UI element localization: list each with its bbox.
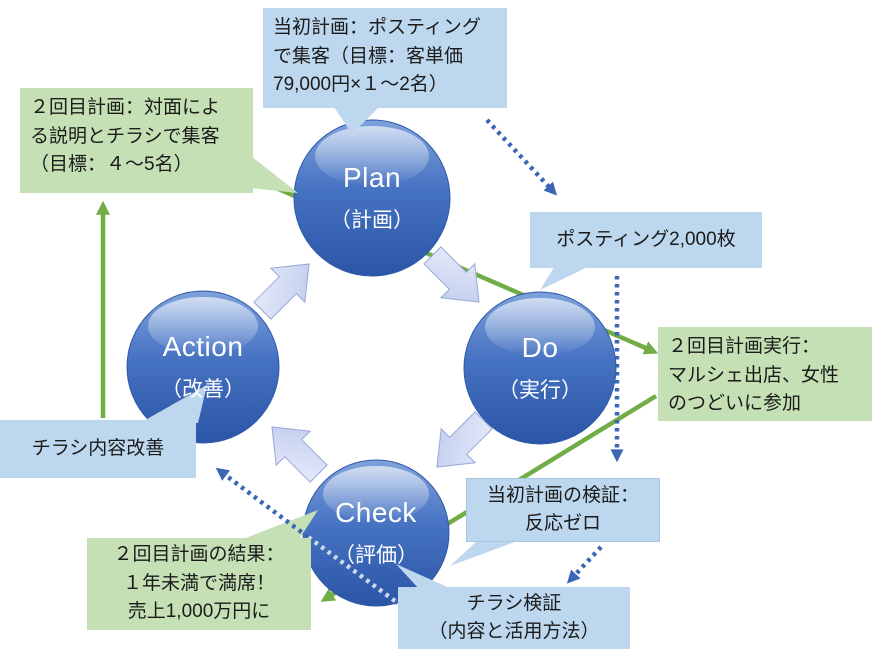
tail-posting [540, 264, 594, 290]
callout-posting: ポスティング2,000枚 [530, 212, 762, 268]
tail-second-result [238, 510, 318, 541]
callout-flyer-improvement: チラシ内容改善 [0, 420, 196, 478]
tail-flyer-check [396, 564, 454, 590]
callout-initial-check: 当初計画の検証： 反応ゼロ [466, 478, 660, 542]
callout-second-plan: ２回目計画：対面によ る説明とチラシで集客 （目標：４～5名） [20, 88, 253, 193]
cycle-block-arrows [253, 246, 493, 483]
tail-second-plan [251, 156, 298, 193]
plan-circle [293, 119, 451, 277]
tail-initial-plan [332, 104, 382, 134]
callout-second-result: ２回目計画の結果： １年未満で満席！ 売上1,000万円に [87, 538, 311, 630]
line-flyercheck-to-improvement-end [215, 467, 310, 539]
tail-initial-check [450, 540, 520, 566]
arrow-plan-to-do [423, 246, 480, 303]
arrow-check-to-action [271, 426, 328, 483]
action-circle [126, 290, 280, 444]
callout-flyer-check: チラシ検証 （内容と活用方法） [398, 587, 630, 649]
line-initialcheck-to-flyercheck [566, 545, 603, 584]
tail-flyer-improvement [140, 385, 207, 423]
callout-second-do: ２回目計画実行： マルシェ出店、女性 のつどいに参加 [658, 327, 872, 421]
line-initialplan-to-posting [485, 118, 558, 196]
arrow-do-to-check [436, 411, 493, 468]
callout-tails [140, 104, 594, 590]
do-circle [463, 291, 617, 445]
line-flyercheck-to-improvement-overcircle [306, 535, 397, 603]
arrow-action-to-plan [253, 263, 310, 320]
callout-initial-plan: 当初計画：ポスティング で集客（目標：客単価 79,000円×１～2名） [263, 8, 507, 108]
